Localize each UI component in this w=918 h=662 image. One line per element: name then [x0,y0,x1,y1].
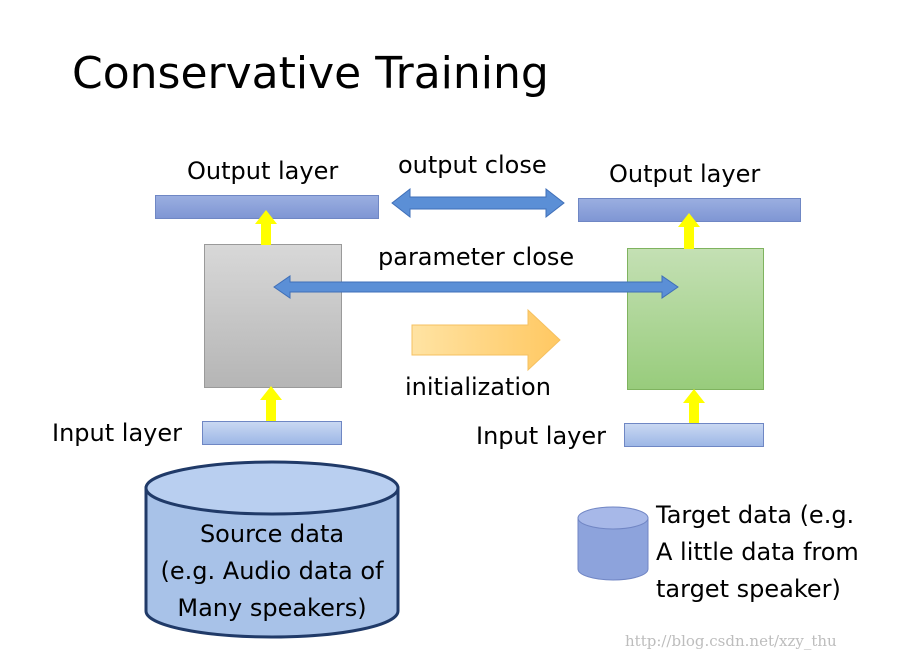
source-data-line2: (e.g. Audio data of [160,557,384,585]
output-close-label: output close [398,151,547,179]
output-layer-label-right: Output layer [609,160,761,188]
source-network-box [204,244,342,388]
input-layer-right [624,423,764,447]
input-layer-left [202,421,342,445]
parameter-close-label: parameter close [378,243,575,271]
source-data-line3: Many speakers) [177,594,367,622]
source-data-cylinder [144,460,400,639]
input-layer-label-right: Input layer [476,422,606,450]
target-data-line1: Target data (e.g. [656,501,855,529]
source-data-text: Source data (e.g. Audio data of Many spe… [150,516,394,627]
target-network-box [627,248,764,390]
up-arrow-output-right [678,213,700,249]
target-data-line2: A little data from [656,538,859,566]
initialization-label: initialization [405,373,551,401]
page-title: Conservative Training [72,48,549,99]
initialization-arrow [411,308,561,372]
target-data-line3: target speaker) [656,575,841,603]
up-arrow-input-left [260,386,282,421]
source-data-line1: Source data [199,520,345,548]
parameter-close-arrow [273,275,679,299]
target-data-text: Target data (e.g. A little data from tar… [656,497,859,608]
input-layer-label-left: Input layer [52,419,182,447]
output-layer-label-left: Output layer [187,157,339,185]
output-close-arrow [391,187,565,219]
target-data-cylinder [577,506,649,581]
watermark: http://blog.csdn.net/xzy_thu [625,632,837,650]
up-arrow-output-left [255,210,277,245]
up-arrow-input-right [683,389,705,423]
